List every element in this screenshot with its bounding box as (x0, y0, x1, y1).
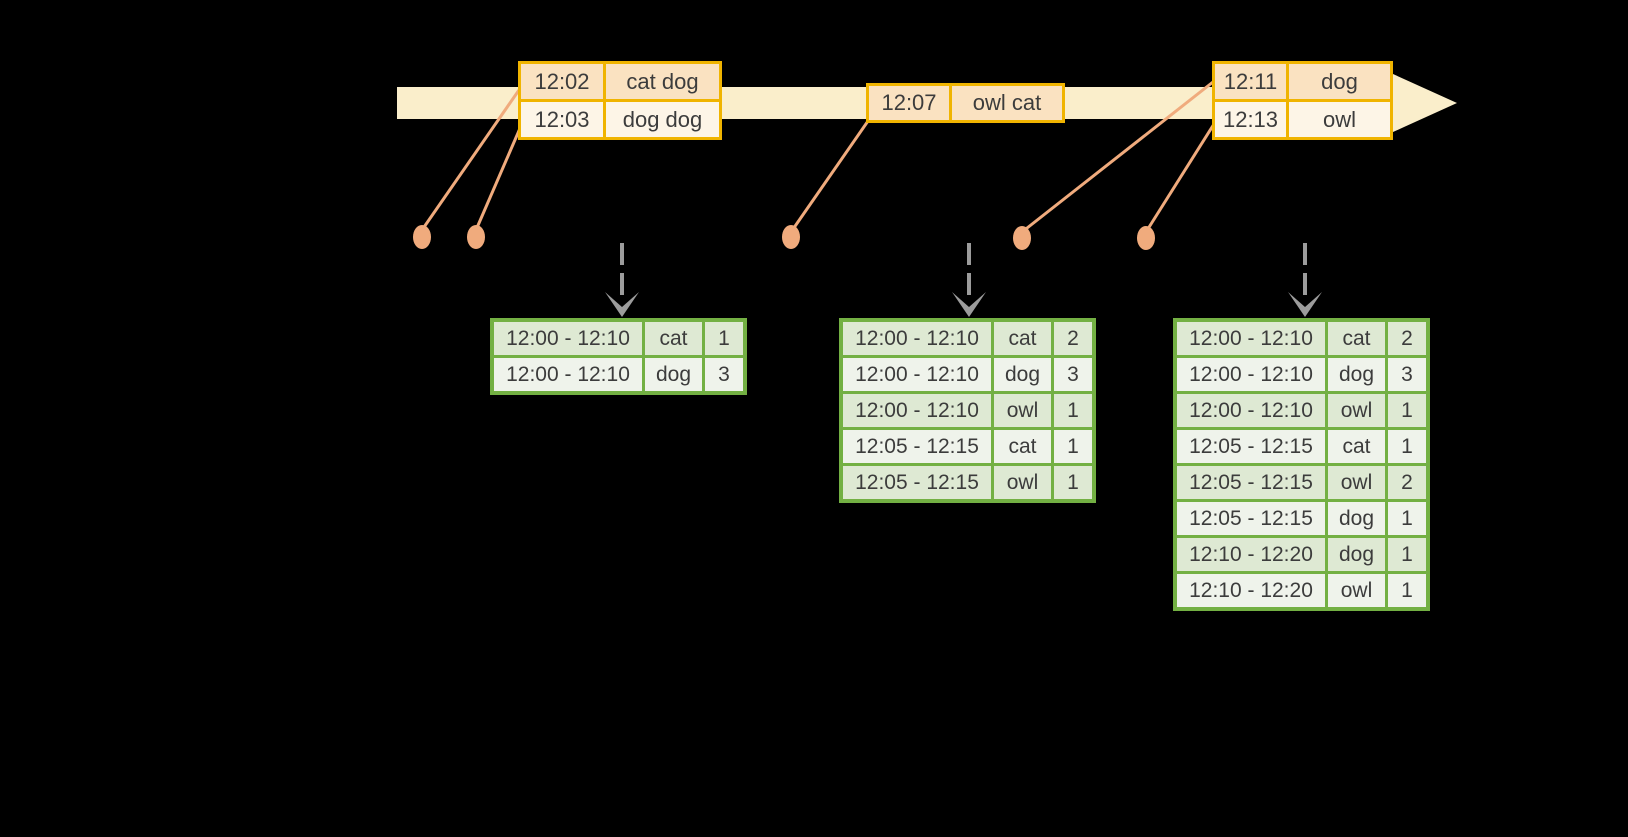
event-time-cell: 12:07 (869, 86, 949, 120)
event-words-cell: owl (1289, 102, 1390, 137)
window-cell: 12:00 - 12:10 (1177, 322, 1325, 355)
down-arrowhead-icon (605, 292, 639, 317)
timeline-arrowhead-icon (1393, 74, 1457, 132)
event-dot (1013, 226, 1031, 250)
event-time-cell: 12:13 (1215, 102, 1286, 137)
event-connector-line (789, 120, 870, 233)
event-dot (413, 225, 431, 249)
window-cell: 12:05 - 12:15 (1177, 466, 1325, 499)
word-cell: owl (1328, 466, 1385, 499)
window-cell: 12:05 - 12:15 (843, 466, 991, 499)
word-cell: dog (645, 358, 702, 391)
count-cell: 1 (1388, 430, 1426, 463)
event-time-cell: 12:11 (1215, 64, 1286, 99)
event-table-2: 12:07 owl cat (866, 83, 1065, 123)
word-cell: cat (994, 430, 1051, 463)
event-words-cell: owl cat (952, 86, 1062, 120)
event-time-cell: 12:02 (521, 64, 603, 99)
count-cell: 1 (1388, 394, 1426, 427)
window-cell: 12:00 - 12:10 (1177, 358, 1325, 391)
word-cell: cat (1328, 322, 1385, 355)
event-connector-line (420, 89, 521, 231)
word-cell: owl (994, 394, 1051, 427)
word-cell: dog (1328, 502, 1385, 535)
count-cell: 1 (1054, 430, 1092, 463)
event-words-cell: dog dog (606, 102, 719, 137)
event-words-cell: cat dog (606, 64, 719, 99)
window-cell: 12:00 - 12:10 (843, 358, 991, 391)
count-cell: 3 (1388, 358, 1426, 391)
event-table-3: 12:11 dog 12:13 owl (1212, 61, 1393, 140)
window-cell: 12:00 - 12:10 (1177, 394, 1325, 427)
count-cell: 1 (1054, 394, 1092, 427)
count-cell: 1 (1388, 502, 1426, 535)
count-cell: 1 (1388, 538, 1426, 571)
event-connector-line (474, 125, 523, 231)
word-cell: cat (994, 322, 1051, 355)
down-arrowhead-icon (952, 292, 986, 317)
event-words-cell: dog (1289, 64, 1390, 99)
word-cell: dog (1328, 358, 1385, 391)
count-cell: 1 (1388, 574, 1426, 607)
window-cell: 12:00 - 12:10 (843, 394, 991, 427)
word-cell: cat (645, 322, 702, 355)
count-cell: 2 (1388, 466, 1426, 499)
count-cell: 1 (1054, 466, 1092, 499)
event-table-1: 12:02 cat dog 12:03 dog dog (518, 61, 722, 140)
word-cell: dog (1328, 538, 1385, 571)
word-cell: owl (994, 466, 1051, 499)
count-cell: 2 (1388, 322, 1426, 355)
event-time-cell: 12:03 (521, 102, 603, 137)
word-cell: cat (1328, 430, 1385, 463)
event-dot (467, 225, 485, 249)
window-cell: 12:05 - 12:15 (1177, 430, 1325, 463)
count-cell: 3 (1054, 358, 1092, 391)
word-cell: owl (1328, 394, 1385, 427)
event-dot (782, 225, 800, 249)
event-connector-line (1021, 80, 1214, 234)
window-cell: 12:05 - 12:15 (843, 430, 991, 463)
window-cell: 12:10 - 12:20 (1177, 538, 1325, 571)
count-cell: 2 (1054, 322, 1092, 355)
window-cell: 12:10 - 12:20 (1177, 574, 1325, 607)
window-cell: 12:00 - 12:10 (494, 322, 642, 355)
event-connector-line (1144, 123, 1216, 233)
count-cell: 3 (705, 358, 743, 391)
word-cell: owl (1328, 574, 1385, 607)
down-arrowhead-icon (1288, 292, 1322, 317)
word-cell: dog (994, 358, 1051, 391)
result-table-1: 12:00 - 12:10 cat 1 12:00 - 12:10 dog 3 (490, 318, 747, 395)
window-cell: 12:05 - 12:15 (1177, 502, 1325, 535)
window-cell: 12:00 - 12:10 (494, 358, 642, 391)
count-cell: 1 (705, 322, 743, 355)
result-table-3: 12:00 - 12:10 cat 2 12:00 - 12:10 dog 3 … (1173, 318, 1430, 611)
result-table-2: 12:00 - 12:10 cat 2 12:00 - 12:10 dog 3 … (839, 318, 1096, 503)
window-cell: 12:00 - 12:10 (843, 322, 991, 355)
event-dot (1137, 226, 1155, 250)
